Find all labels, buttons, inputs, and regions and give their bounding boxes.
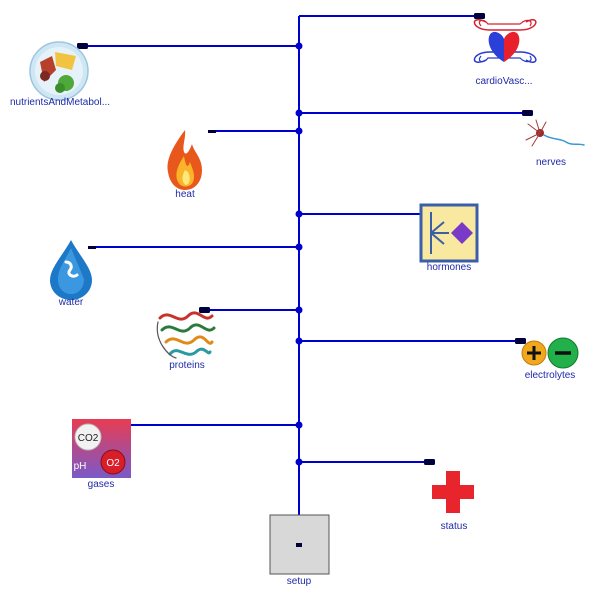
port-connector[interactable]	[208, 130, 216, 133]
water-component[interactable]	[50, 240, 92, 300]
electrolytes-label: electrolytes	[524, 370, 576, 381]
port-connector[interactable]	[474, 13, 485, 19]
gas-ph-label: pH	[74, 461, 87, 472]
port-connector[interactable]	[199, 307, 210, 313]
blood-gases-icon	[72, 419, 131, 478]
setup-component[interactable]	[269, 514, 330, 575]
junction-dot	[295, 337, 303, 345]
hormone-block-icon	[419, 203, 479, 263]
neuron-icon	[525, 119, 585, 147]
junction-dot	[295, 306, 303, 314]
junction-dot	[295, 127, 303, 135]
nerves-label: nerves	[535, 157, 567, 168]
proteins-label: proteins	[169, 360, 205, 371]
electrolytes-component[interactable]	[521, 337, 579, 369]
status-label: status	[440, 521, 468, 532]
cardio-component[interactable]	[473, 19, 537, 63]
gas-co2-label: CO2	[78, 433, 99, 444]
plus-minus-ions-icon	[521, 337, 579, 369]
status-component[interactable]	[432, 471, 474, 513]
junction-dot	[295, 109, 303, 117]
junction-dot	[295, 458, 303, 466]
junction-dot	[295, 210, 303, 218]
junction-dot	[295, 42, 303, 50]
setup-label: setup	[286, 576, 312, 587]
port-connector[interactable]	[515, 338, 526, 344]
junction-dot	[295, 243, 303, 251]
port-connector[interactable]	[522, 110, 533, 116]
heart-icon	[473, 19, 537, 63]
heat-component[interactable]	[167, 130, 202, 190]
food-plate-icon	[29, 41, 89, 101]
junctions	[295, 42, 303, 466]
gases-label: gases	[87, 479, 115, 490]
flame-icon	[167, 130, 202, 190]
nutrients-component[interactable]	[29, 41, 89, 101]
port-connector[interactable]	[424, 459, 435, 465]
port-connector[interactable]	[296, 543, 302, 547]
gases-component[interactable]	[72, 419, 131, 478]
port-connector[interactable]	[88, 246, 96, 249]
proteins-component[interactable]	[156, 311, 216, 359]
junction-dot	[295, 421, 303, 429]
port-connector[interactable]	[77, 43, 88, 49]
water-label: water	[58, 297, 84, 308]
hormones-component[interactable]	[419, 203, 479, 263]
nutrients-label: nutrientsAndMetabol...	[9, 97, 111, 108]
hormones-label: hormones	[426, 262, 472, 273]
bus-connections	[83, 15, 528, 545]
red-cross-icon	[432, 471, 474, 513]
nerves-component[interactable]	[525, 119, 585, 147]
water-drop-icon	[50, 240, 92, 300]
protein-ribbon-icon	[156, 311, 216, 359]
heat-label: heat	[175, 189, 195, 200]
cardio-label: cardioVasc...	[475, 76, 533, 87]
gas-o2-label: O2	[106, 458, 120, 469]
